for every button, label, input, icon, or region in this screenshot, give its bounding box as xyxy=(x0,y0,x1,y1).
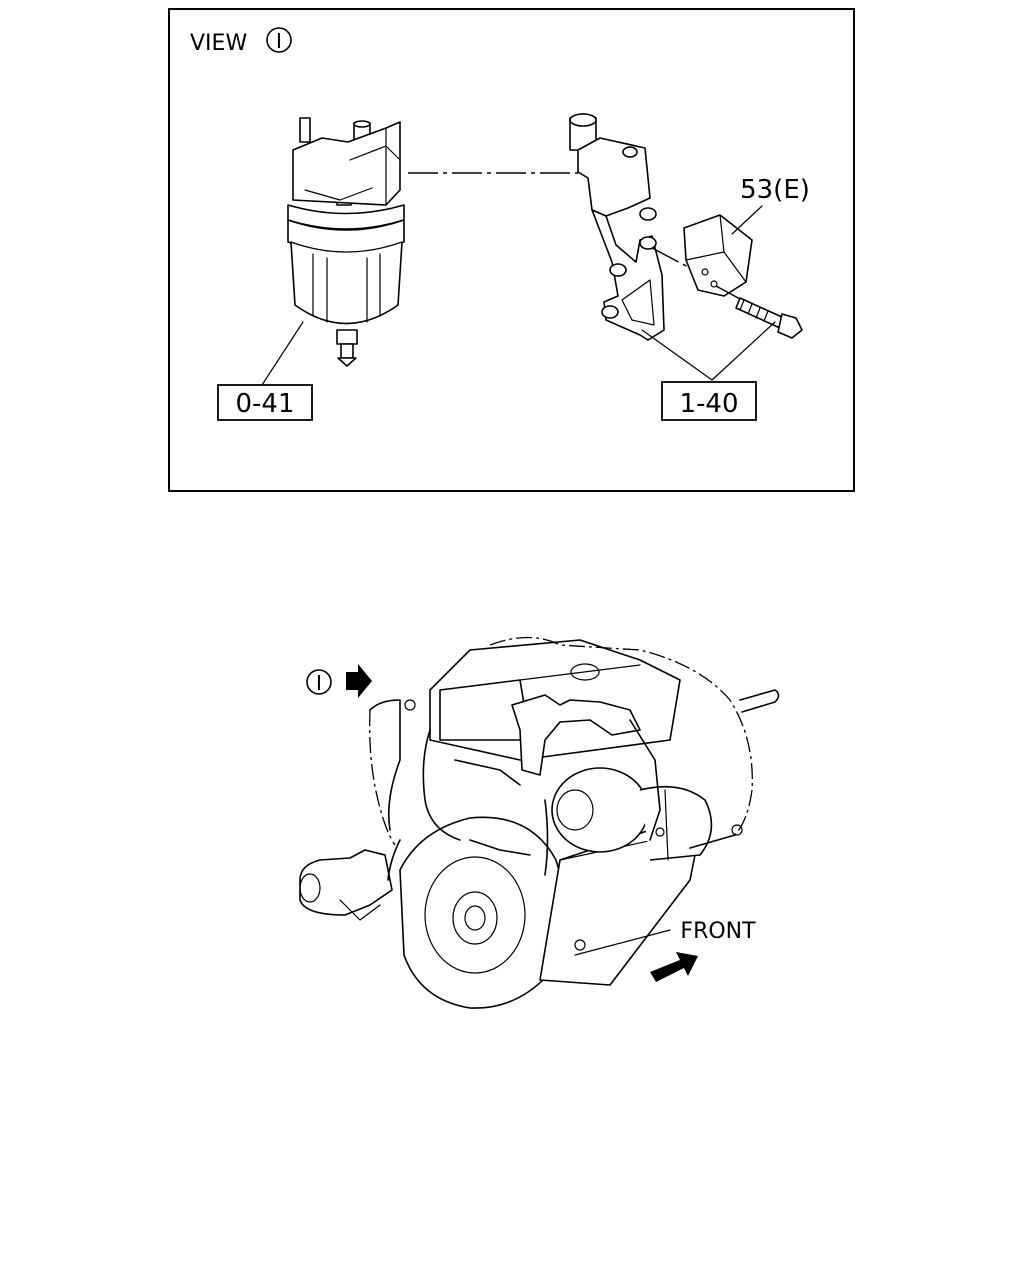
front-direction-arrow xyxy=(650,952,698,982)
leader-fuel-filter xyxy=(261,321,304,386)
callout-bracket: 1-40 xyxy=(679,389,738,419)
view-direction-arrow xyxy=(346,664,372,698)
leader-bracket-b xyxy=(711,321,776,381)
engine-view-mark-label: I xyxy=(316,671,322,695)
callout-bracket-note: 53(E) xyxy=(740,175,810,205)
view-detail-panel: VIEW I xyxy=(168,8,855,492)
engine-view-mark-circle xyxy=(306,669,332,695)
leader-bracket-a xyxy=(641,329,713,381)
engine-overview: I xyxy=(299,636,780,1009)
engine-drawing xyxy=(299,636,780,1009)
fuel-filter-drawing xyxy=(287,117,405,367)
leader-bracket-note xyxy=(731,205,763,235)
view-mark-label: I xyxy=(276,29,282,53)
front-label: FRONT xyxy=(680,919,756,944)
view-title: VIEW xyxy=(190,31,247,56)
view-mark-circle xyxy=(266,27,292,53)
callout-fuel-filter: 0-41 xyxy=(235,389,294,419)
view-panel-frame xyxy=(168,8,855,492)
callout-box-bracket xyxy=(661,381,757,421)
bracket-drawing xyxy=(569,113,803,341)
callout-box-fuel-filter xyxy=(217,384,313,421)
